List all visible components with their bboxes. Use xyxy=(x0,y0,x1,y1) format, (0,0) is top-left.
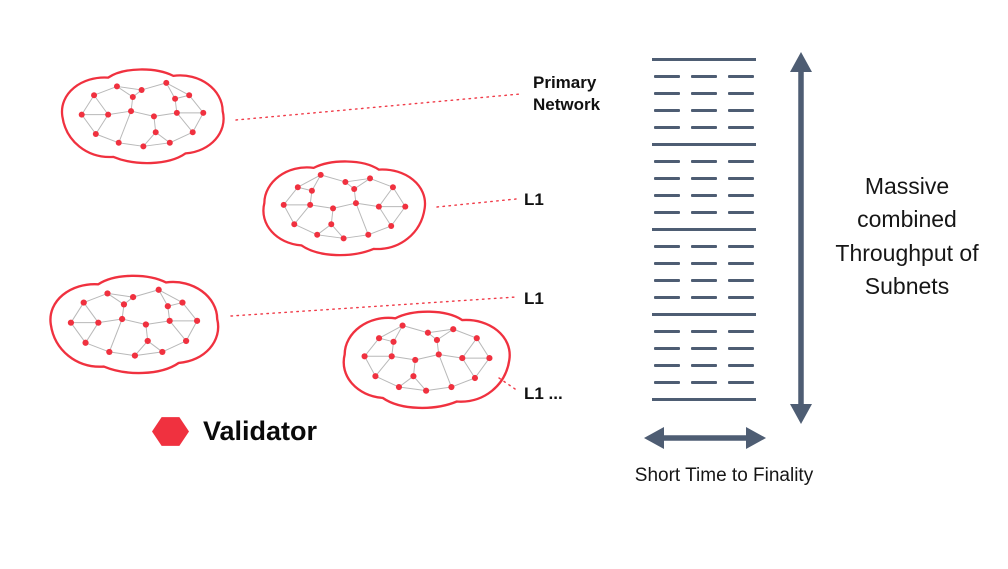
subnet-blob-l1-mid xyxy=(38,266,230,383)
ledger-dash xyxy=(654,92,680,95)
ledger-dash xyxy=(654,296,680,299)
ledger-dash xyxy=(728,262,754,265)
subnet-blob-primary xyxy=(50,60,235,173)
ledger-dash xyxy=(728,75,754,78)
finality-arrow xyxy=(644,427,766,449)
ledger-dash xyxy=(691,109,717,112)
subnet-graph xyxy=(60,68,225,165)
ledger-dash-row xyxy=(652,109,756,112)
ledger-dash xyxy=(691,245,717,248)
subnet-graph xyxy=(49,274,220,375)
ledger-dash xyxy=(728,194,754,197)
finality-caption: Short Time to Finality xyxy=(634,465,814,486)
ledger-dash xyxy=(691,177,717,180)
ledger-dash xyxy=(691,194,717,197)
ledger-dash-row xyxy=(652,126,756,129)
ledger-dash xyxy=(691,347,717,350)
ledger-dash-row xyxy=(652,211,756,214)
ledger-dash xyxy=(728,177,754,180)
ledger-dash-row xyxy=(652,330,756,333)
ledger-dash-row xyxy=(652,177,756,180)
ledger-dash xyxy=(728,364,754,367)
ledger-dash xyxy=(654,262,680,265)
ledger-dash-row xyxy=(652,75,756,78)
l1-label-mid: L1 xyxy=(524,289,544,308)
ledger-dash xyxy=(728,296,754,299)
subnet-blob-l1-more xyxy=(332,302,522,418)
ledger-dash-row xyxy=(652,296,756,299)
ledger-dash xyxy=(654,381,680,384)
ledger-dash-row xyxy=(652,92,756,95)
ledger-dash xyxy=(728,245,754,248)
ledger-dash xyxy=(691,296,717,299)
throughput-arrow xyxy=(790,52,812,424)
ledger-separator-line xyxy=(652,398,756,401)
ledger-dash-row xyxy=(652,194,756,197)
ledger-dash xyxy=(691,364,717,367)
ledger-dash xyxy=(654,279,680,282)
l1-label-more: L1 ... xyxy=(524,384,563,403)
ledger-dash-row xyxy=(652,381,756,384)
ledger-dash xyxy=(728,109,754,112)
ledger-dash xyxy=(728,347,754,350)
ledger-separator-line xyxy=(652,313,756,316)
ledger-dash xyxy=(691,262,717,265)
primary-network-label: Primary Network xyxy=(533,73,601,114)
ledger-dash xyxy=(728,211,754,214)
l1-label-top: L1 xyxy=(524,190,544,209)
ledger-dash xyxy=(654,245,680,248)
ledger-dash xyxy=(654,330,680,333)
validator-hexagon-icon xyxy=(152,417,189,446)
ledger-dash xyxy=(728,279,754,282)
ledger-dash xyxy=(654,126,680,129)
ledger-dash xyxy=(654,347,680,350)
validator-legend-label: Validator xyxy=(203,416,318,446)
ledger-dash xyxy=(654,364,680,367)
connector-line xyxy=(235,93,521,121)
ledger-separator-line xyxy=(652,58,756,61)
ledger-dash xyxy=(691,126,717,129)
ledger-dash-row xyxy=(652,262,756,265)
ledger-dash-row xyxy=(652,347,756,350)
ledger-dash xyxy=(691,92,717,95)
ledger-separator-line xyxy=(652,143,756,146)
throughput-caption: Massive combined Throughput of Subnets xyxy=(835,173,979,300)
ledger-dash xyxy=(654,177,680,180)
ledger-dash xyxy=(728,92,754,95)
ledger-dash xyxy=(728,330,754,333)
ledger-dash xyxy=(691,279,717,282)
ledger-dash xyxy=(654,109,680,112)
ledger-dash xyxy=(654,194,680,197)
ledger-dash xyxy=(654,75,680,78)
throughput-stack xyxy=(652,58,756,401)
connector-line xyxy=(436,198,517,208)
ledger-dash xyxy=(691,75,717,78)
ledger-dash-row xyxy=(652,160,756,163)
ledger-dash xyxy=(691,381,717,384)
ledger-dash xyxy=(728,381,754,384)
ledger-dash-row xyxy=(652,279,756,282)
validator-legend: Validator xyxy=(152,416,317,447)
ledger-dash xyxy=(691,330,717,333)
subnet-graph xyxy=(262,160,427,257)
subnet-graph xyxy=(342,310,511,410)
ledger-dash xyxy=(654,211,680,214)
ledger-dash xyxy=(691,160,717,163)
ledger-dash-row xyxy=(652,364,756,367)
ledger-dash xyxy=(691,211,717,214)
ledger-separator-line xyxy=(652,228,756,231)
subnet-blob-l1-top xyxy=(252,152,437,265)
ledger-dash xyxy=(728,126,754,129)
ledger-dash xyxy=(654,160,680,163)
ledger-dash xyxy=(728,160,754,163)
ledger-dash-row xyxy=(652,245,756,248)
